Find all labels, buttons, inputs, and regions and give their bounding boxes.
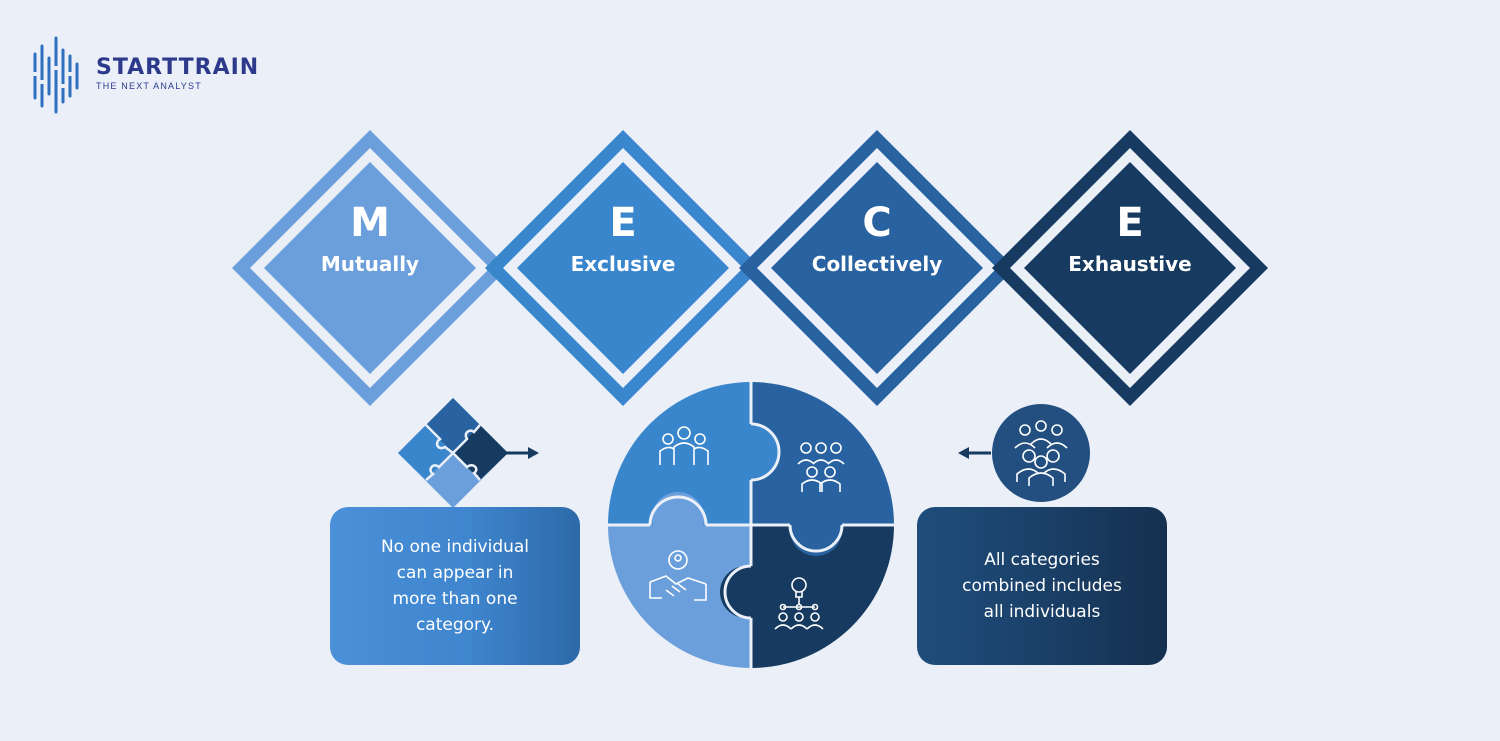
arrow-left-icon (958, 447, 991, 459)
team-group-icon (958, 404, 1090, 502)
people-group-icon (659, 426, 709, 465)
left-box-line: can appear in (396, 563, 514, 583)
diamond-c-text: C Collectively (777, 200, 977, 276)
diamond-m-word: Mutually (320, 252, 420, 276)
mutually-exclusive-description: No one individual can appear in more tha… (330, 507, 580, 665)
logo-mark-icon (33, 36, 79, 114)
puzzle-circle (608, 382, 894, 668)
diamond-m (232, 130, 508, 406)
left-box-line: category. (415, 615, 495, 635)
diamond-c-letter: C (862, 200, 892, 246)
diamond-c (739, 130, 1015, 406)
logo-name: STARTTRAIN (96, 55, 260, 80)
diamond-e1-letter: E (609, 200, 637, 246)
diamond-m-text: M Mutually (270, 200, 470, 276)
idea-network-icon (774, 577, 824, 630)
diamond-e2-letter: E (1116, 200, 1144, 246)
left-box-line: more than one (392, 589, 518, 609)
mece-diamonds (232, 130, 1268, 406)
diamond-e2-word: Exhaustive (1068, 252, 1192, 276)
logo-tagline: THE NEXT ANALYST (96, 81, 202, 91)
diamond-e1-text: E Exclusive (523, 200, 723, 276)
diamond-c-word: Collectively (811, 252, 943, 276)
left-box-line: No one individual (380, 537, 530, 557)
logo: STARTTRAIN THE NEXT ANALYST (30, 36, 300, 116)
handshake-icon (649, 550, 707, 601)
diamond-e2-text: E Exhaustive (1030, 200, 1230, 276)
arrow-right-icon (506, 447, 539, 459)
diamond-e1-word: Exclusive (570, 252, 676, 276)
diamond-e-exclusive (485, 130, 761, 406)
diamond-m-letter: M (350, 200, 390, 246)
right-box-line: combined includes (962, 576, 1122, 596)
team-meeting-icon (797, 442, 845, 492)
puzzle-pieces-icon (398, 398, 539, 508)
collectively-exhaustive-description: All categories combined includes all ind… (917, 507, 1167, 665)
diamond-e-exhaustive (992, 130, 1268, 406)
right-box-line: All categories (984, 550, 1100, 570)
right-box-line: all individuals (983, 602, 1101, 622)
